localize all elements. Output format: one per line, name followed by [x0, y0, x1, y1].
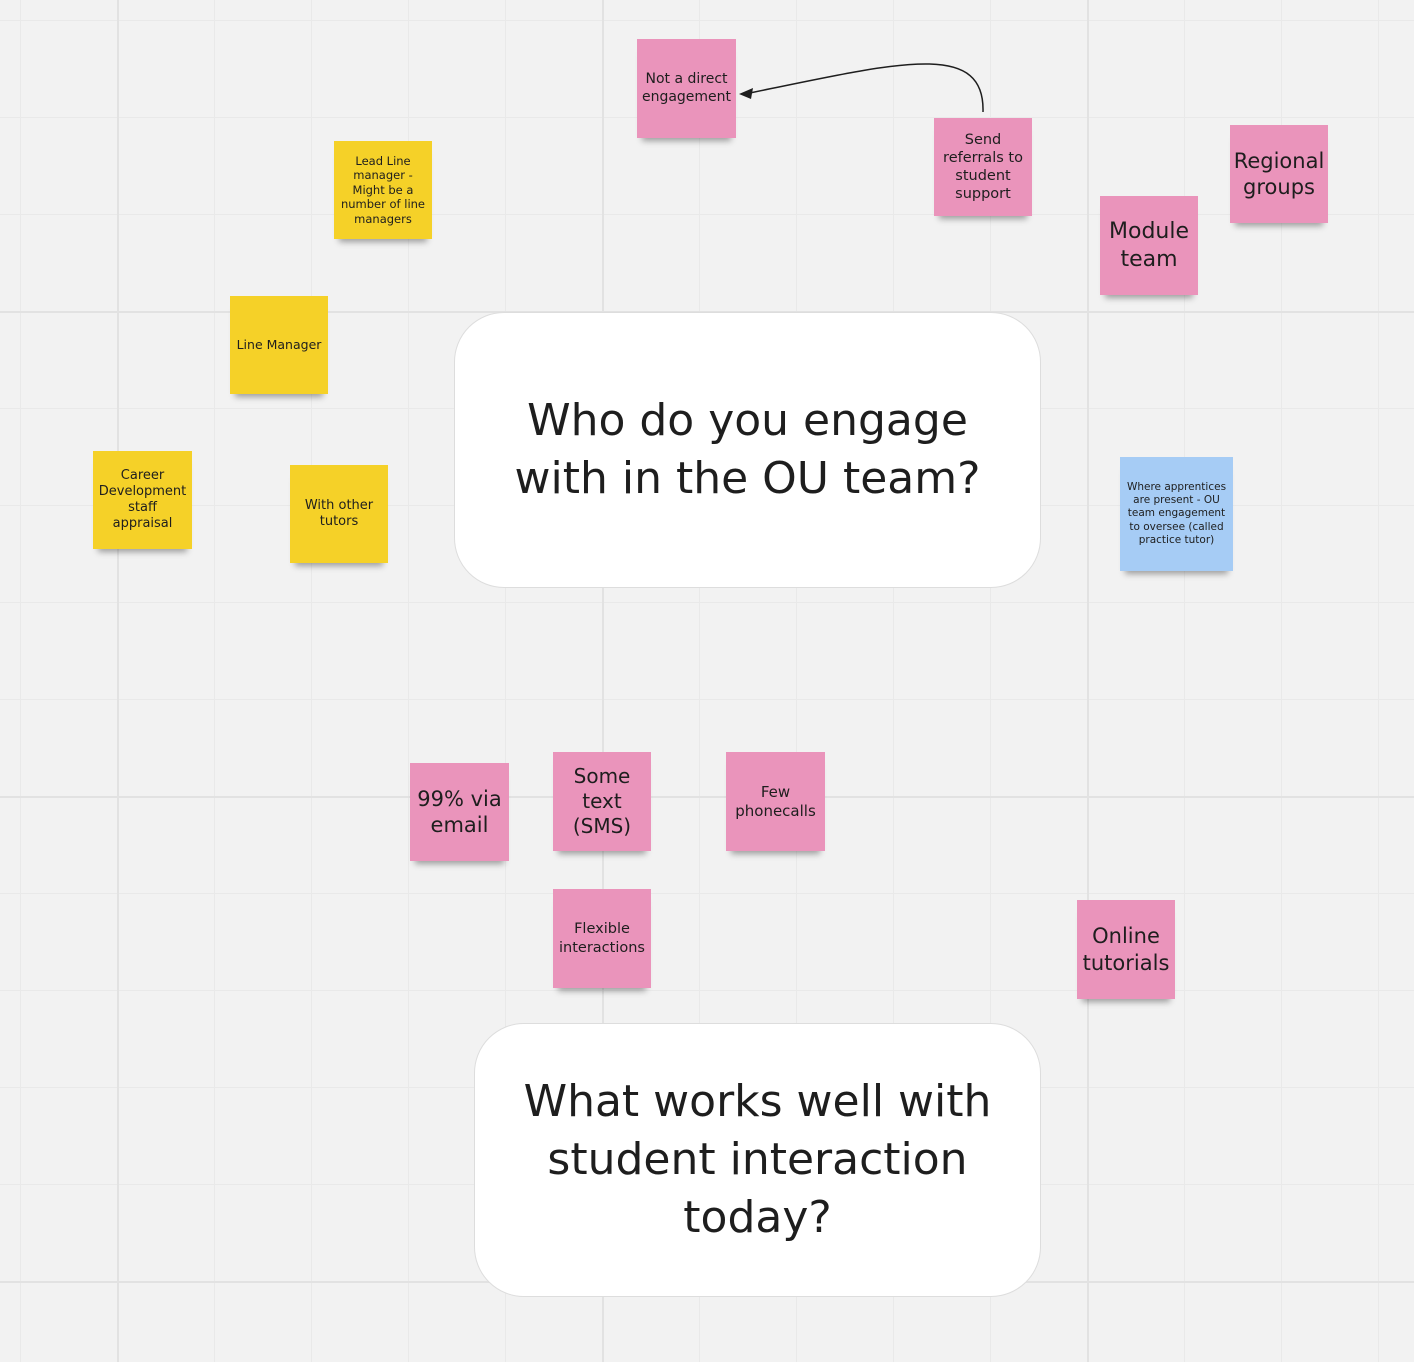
sticky-note-other-tutors[interactable]: With other tutors — [290, 465, 388, 563]
sticky-note-send-referrals[interactable]: Send referrals to student support — [934, 118, 1032, 216]
sticky-note-lead-line-manager[interactable]: Lead Line manager - Might be a number of… — [334, 141, 432, 239]
sticky-note-regional-groups[interactable]: Regional groups — [1230, 125, 1328, 223]
sticky-note-sms[interactable]: Some text (SMS) — [553, 752, 651, 851]
sticky-note-phonecalls[interactable]: Few phonecalls — [726, 752, 825, 851]
sticky-note-career-development[interactable]: Career Development staff appraisal — [93, 451, 192, 549]
question-frame-student-interaction[interactable]: What works well with student interaction… — [474, 1023, 1041, 1297]
question-frame-ou-team[interactable]: Who do you engage with in the OU team? — [454, 312, 1041, 588]
question-text: What works well with student interaction… — [523, 1075, 992, 1244]
sticky-note-module-team[interactable]: Module team — [1100, 196, 1198, 295]
sticky-note-flexible[interactable]: Flexible interactions — [553, 889, 651, 988]
sticky-note-online-tutorials[interactable]: Online tutorials — [1077, 900, 1175, 999]
sticky-note-line-manager[interactable]: Line Manager — [230, 296, 328, 394]
sticky-note-email[interactable]: 99% via email — [410, 763, 509, 861]
question-text: Who do you engage with in the OU team? — [514, 394, 981, 504]
connector-arrow[interactable] — [0, 0, 1414, 200]
sticky-note-apprentices[interactable]: Where apprentices are present - OU team … — [1120, 457, 1233, 571]
sticky-note-not-direct[interactable]: Not a direct engagement — [637, 39, 736, 138]
